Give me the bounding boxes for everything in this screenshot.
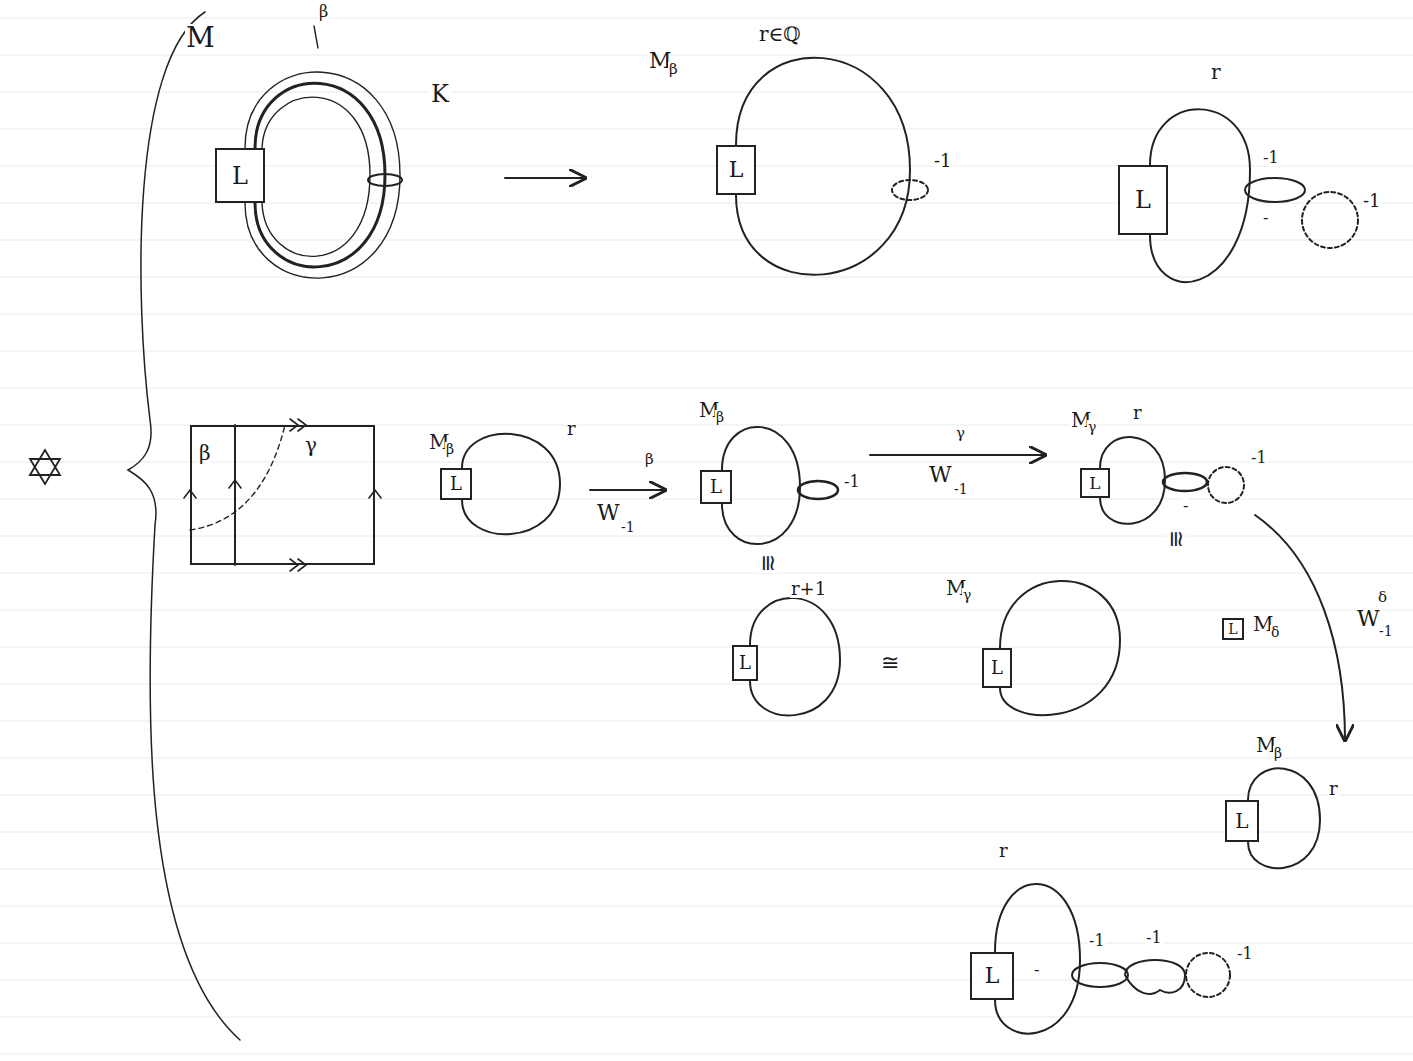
math-label: - (1262, 210, 1269, 226)
math-label: -1 (953, 482, 969, 496)
tangle-box: L (716, 145, 756, 195)
math-label: ≅ (757, 553, 779, 573)
math-label: -1 (1378, 624, 1394, 638)
tangle-label: L (710, 478, 722, 496)
math-label: β (644, 452, 655, 467)
tangle-box: L (440, 468, 472, 500)
math-label: W (596, 502, 621, 524)
sketch-strokes (30, 12, 1358, 1040)
math-label: δ (1270, 625, 1280, 639)
math-label: r+1 (790, 580, 827, 598)
tangle-label: L (232, 164, 248, 188)
tangle-label: L (729, 159, 744, 181)
curve-label: β (198, 443, 212, 463)
math-label: β (1273, 746, 1283, 760)
tangle-label: L (1089, 475, 1100, 492)
math-label: γ (1087, 420, 1097, 434)
math-label: -1 (1362, 192, 1382, 210)
tangle-label: L (985, 965, 1000, 987)
math-label: -1 (1236, 946, 1254, 962)
math-label: γ (962, 588, 972, 602)
curve-label: γ (304, 435, 318, 455)
torus-square: βγ (190, 425, 375, 565)
math-label: -1 (620, 520, 636, 534)
tangle-box: L (1222, 618, 1244, 640)
math-label: K (430, 82, 450, 106)
tangle-box: L (1118, 165, 1168, 235)
math-label: γ (955, 426, 966, 441)
math-label: ≅ (1165, 529, 1187, 549)
math-label: -1 (843, 474, 861, 490)
math-label: -1 (1145, 930, 1163, 946)
math-label: r (566, 420, 577, 438)
math-label: -1 (1088, 933, 1106, 949)
math-label: r (998, 842, 1009, 860)
math-label: β (715, 410, 725, 424)
tangle-label: L (450, 475, 462, 493)
math-label: M (185, 24, 216, 52)
math-label: β (668, 62, 679, 77)
math-label: ≅ (880, 652, 900, 674)
tangle-label: L (1235, 811, 1248, 831)
math-label: β (445, 442, 455, 456)
math-label: r (1132, 404, 1143, 422)
math-label: -1 (1262, 150, 1280, 166)
math-label: - (1033, 962, 1040, 978)
tangle-box: L (700, 470, 732, 504)
math-label: W (928, 464, 953, 486)
tangle-box: L (1225, 800, 1259, 842)
tangle-label: L (1135, 188, 1151, 212)
tangle-box: L (215, 148, 265, 203)
math-label: δ (1377, 590, 1388, 605)
tangle-box: L (732, 645, 758, 681)
tangle-box: L (982, 648, 1012, 688)
math-label: - (1182, 498, 1189, 514)
tangle-label: L (1228, 622, 1237, 636)
math-label: r (1210, 62, 1222, 82)
tangle-label: L (739, 654, 751, 672)
math-label: r∈ℚ (758, 24, 802, 44)
math-label: -1 (1250, 450, 1268, 466)
tangle-label: L (991, 659, 1003, 677)
math-label: -1 (933, 152, 953, 170)
ruled-lines (0, 18, 1413, 1054)
tangle-box: L (970, 952, 1014, 1000)
math-label: r (1328, 780, 1339, 798)
math-label: β (318, 4, 329, 20)
tangle-box: L (1080, 468, 1110, 498)
math-label: W (1356, 608, 1381, 630)
